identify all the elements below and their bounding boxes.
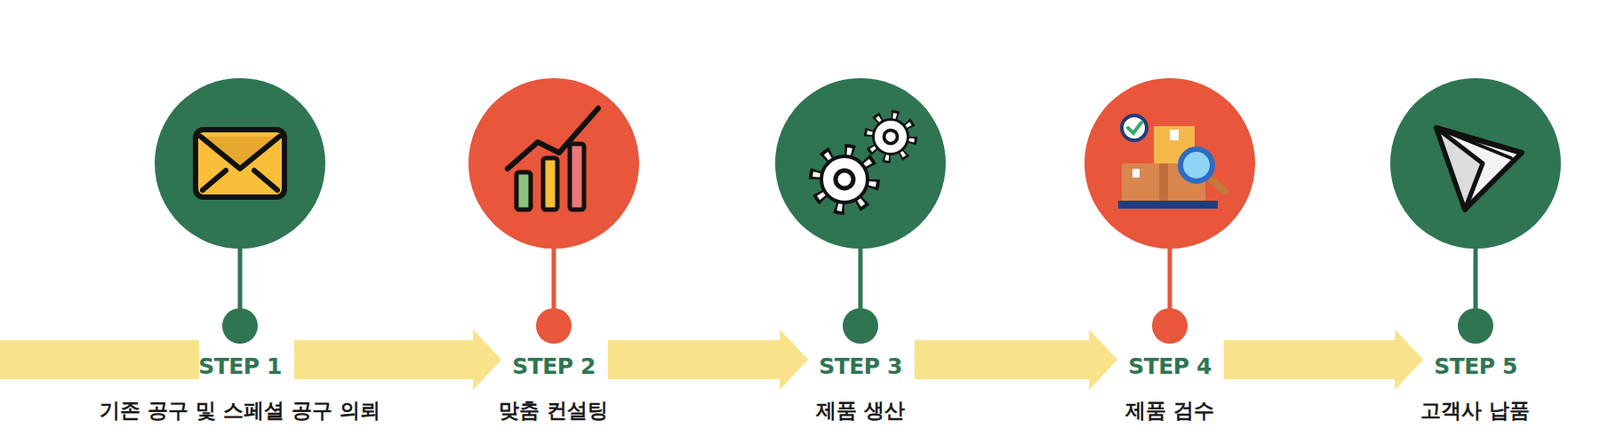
step-number: STEP 3 xyxy=(818,353,903,381)
arrow-band xyxy=(914,329,1118,391)
envelope-icon xyxy=(195,129,285,198)
arrow-band xyxy=(1224,329,1424,391)
arrow-band xyxy=(608,329,808,391)
arrow-band xyxy=(294,329,502,391)
chart-icon xyxy=(507,108,599,210)
step-label: 고객사 납품 xyxy=(1420,398,1530,424)
stems xyxy=(240,245,1476,312)
step-label: 제품 생산 xyxy=(816,398,905,424)
step-label: 맞춤 컨설팅 xyxy=(498,398,608,424)
paper-plane-icon xyxy=(1436,128,1522,210)
lead-band xyxy=(0,340,200,380)
gears-icon xyxy=(816,116,912,208)
step-number: STEP 2 xyxy=(512,353,596,381)
dots xyxy=(222,308,1494,344)
step-label: 제품 검수 xyxy=(1125,398,1215,424)
step-node: STEP 4제품 검수 xyxy=(1122,352,1217,383)
step-number: STEP 4 xyxy=(1128,353,1212,381)
step-number: STEP 1 xyxy=(198,353,282,381)
step-circles xyxy=(154,78,1561,249)
step-node: STEP 5고객사 납품 xyxy=(1428,352,1523,383)
step-number: STEP 5 xyxy=(1433,353,1518,381)
step-label: 기존 공구 및 스페셜 공구 의뢰 xyxy=(99,398,381,424)
inspection-icon xyxy=(1118,115,1225,209)
step-node: STEP 1기존 공구 및 스페셜 공구 의뢰 xyxy=(192,352,288,383)
step-node: STEP 3제품 생산 xyxy=(813,352,908,383)
step-node: STEP 2맞춤 컨설팅 xyxy=(506,352,601,383)
